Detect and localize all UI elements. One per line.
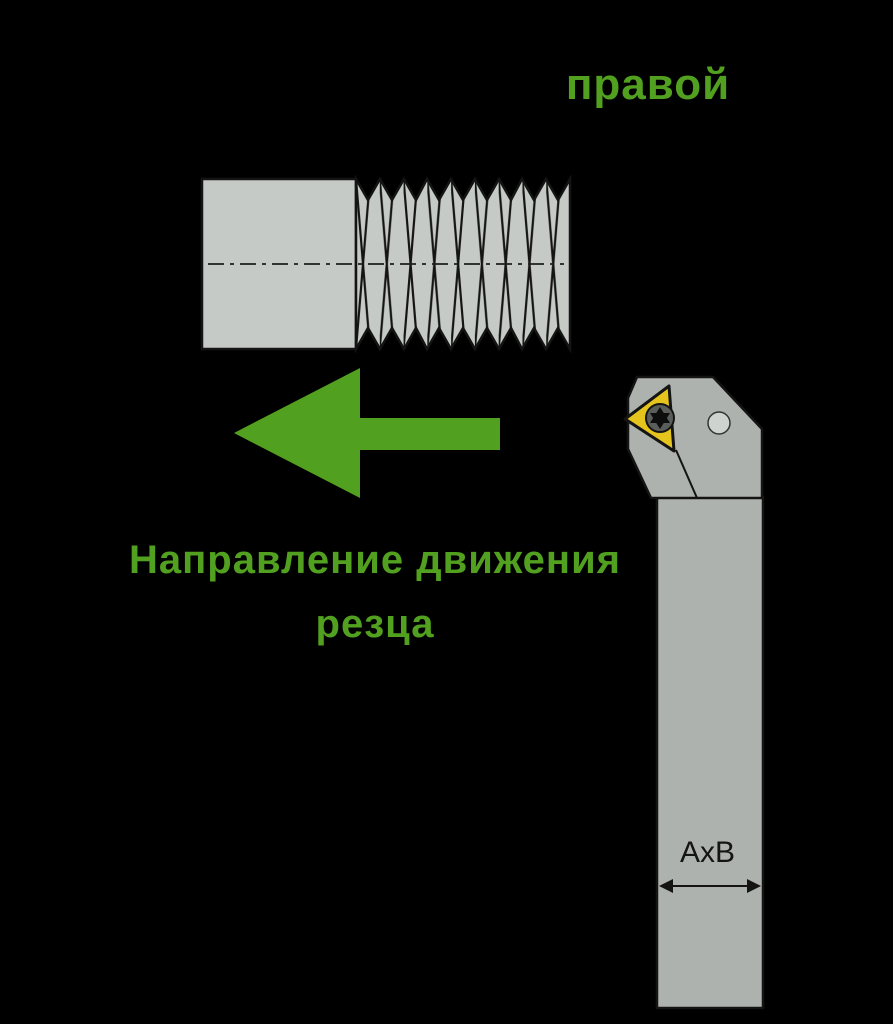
torx-star-lower — [650, 413, 670, 429]
dimension-arrowhead-right — [747, 879, 761, 893]
workpiece-thread-outline — [354, 174, 572, 354]
direction-arrow — [234, 368, 500, 498]
clamp-pin — [707, 411, 731, 435]
label-dimension-axb: AxB — [679, 836, 736, 869]
workpiece-threaded-shaft — [200, 174, 572, 354]
clamp-edge-line — [675, 449, 698, 499]
arrow-left-icon — [234, 368, 500, 498]
toolholder-head — [626, 375, 764, 500]
toolholder — [623, 375, 765, 1010]
label-movement-line2: резца — [315, 602, 435, 646]
dimension-arrowhead-left — [659, 879, 673, 893]
label-thread-hand: правой — [565, 60, 731, 109]
label-movement: Направление движения резца — [75, 528, 675, 656]
dimension-annotation — [659, 879, 761, 893]
toolholder-shank — [655, 495, 765, 1010]
label-movement-line1: Направление движения — [128, 538, 621, 582]
